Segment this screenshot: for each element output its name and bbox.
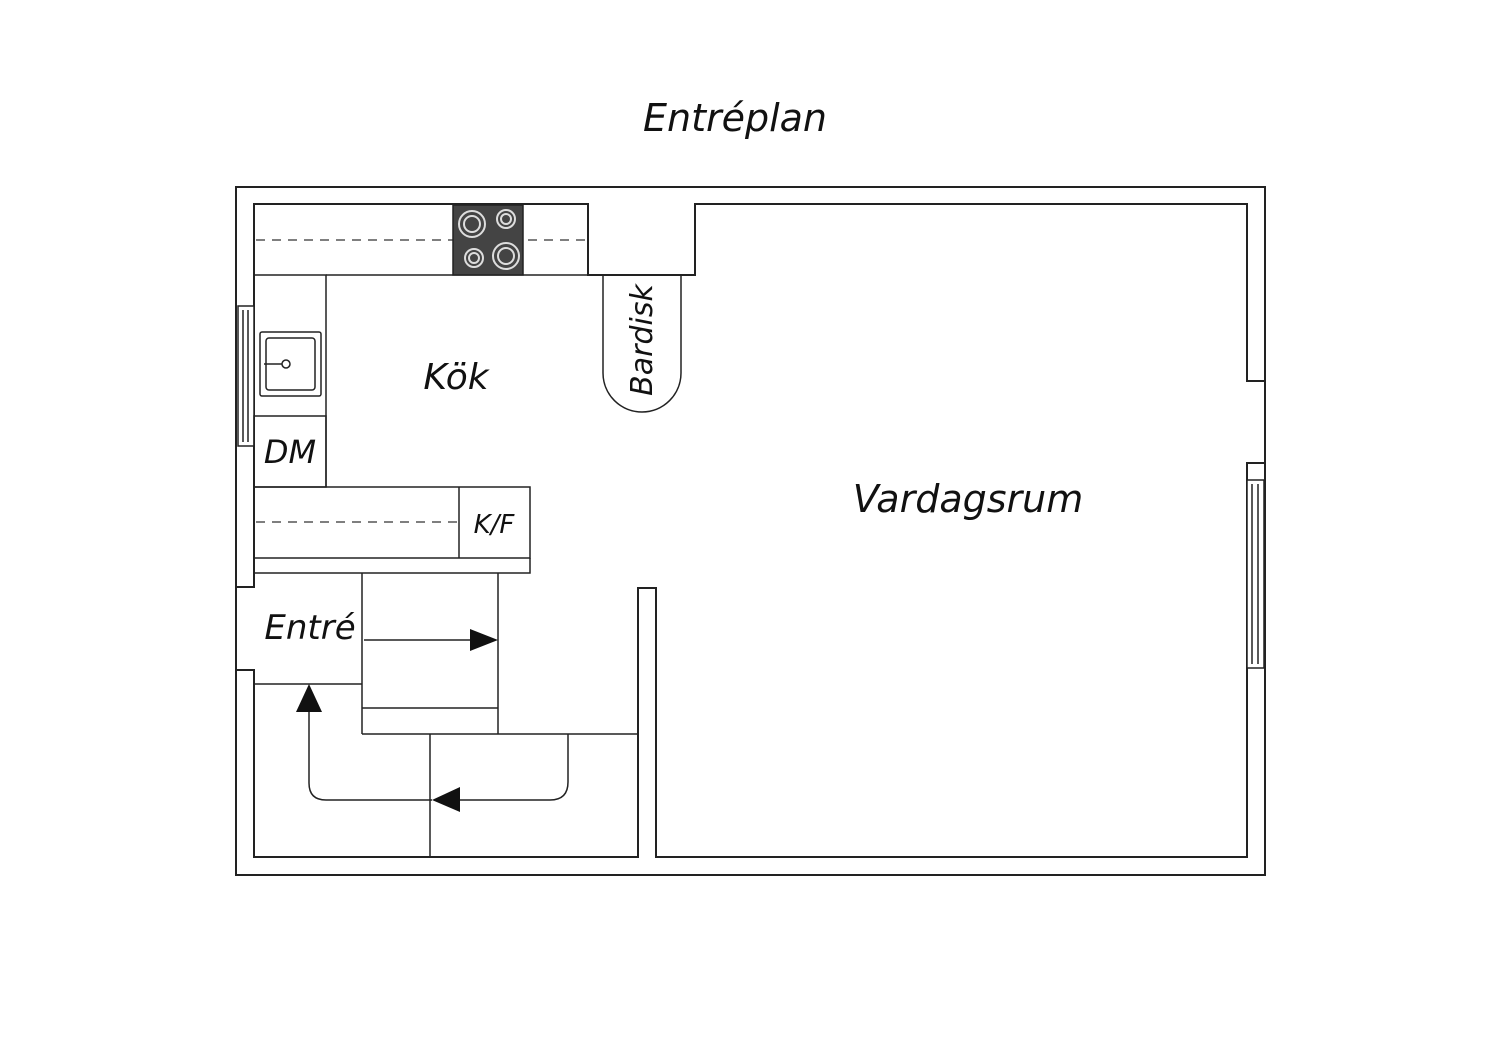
staircase bbox=[254, 573, 638, 857]
sink-icon bbox=[259, 331, 322, 397]
bar-label: Bardisk bbox=[625, 283, 660, 396]
outer-walls bbox=[235, 186, 1266, 876]
room-label-kitchen: Kök bbox=[423, 357, 490, 398]
fridge-freezer-label: K/F bbox=[474, 510, 516, 540]
room-label-entry: Entré bbox=[264, 608, 355, 648]
window-icon bbox=[237, 305, 255, 447]
plan-title: Entréplan bbox=[643, 96, 827, 140]
room-label-living: Vardagsrum bbox=[853, 477, 1084, 521]
bar-counter: Bardisk bbox=[602, 275, 682, 413]
dishwasher-label: DM bbox=[264, 433, 316, 471]
stove-icon bbox=[452, 204, 524, 276]
window-icon bbox=[1246, 479, 1265, 669]
kitchen-counter bbox=[253, 239, 588, 574]
